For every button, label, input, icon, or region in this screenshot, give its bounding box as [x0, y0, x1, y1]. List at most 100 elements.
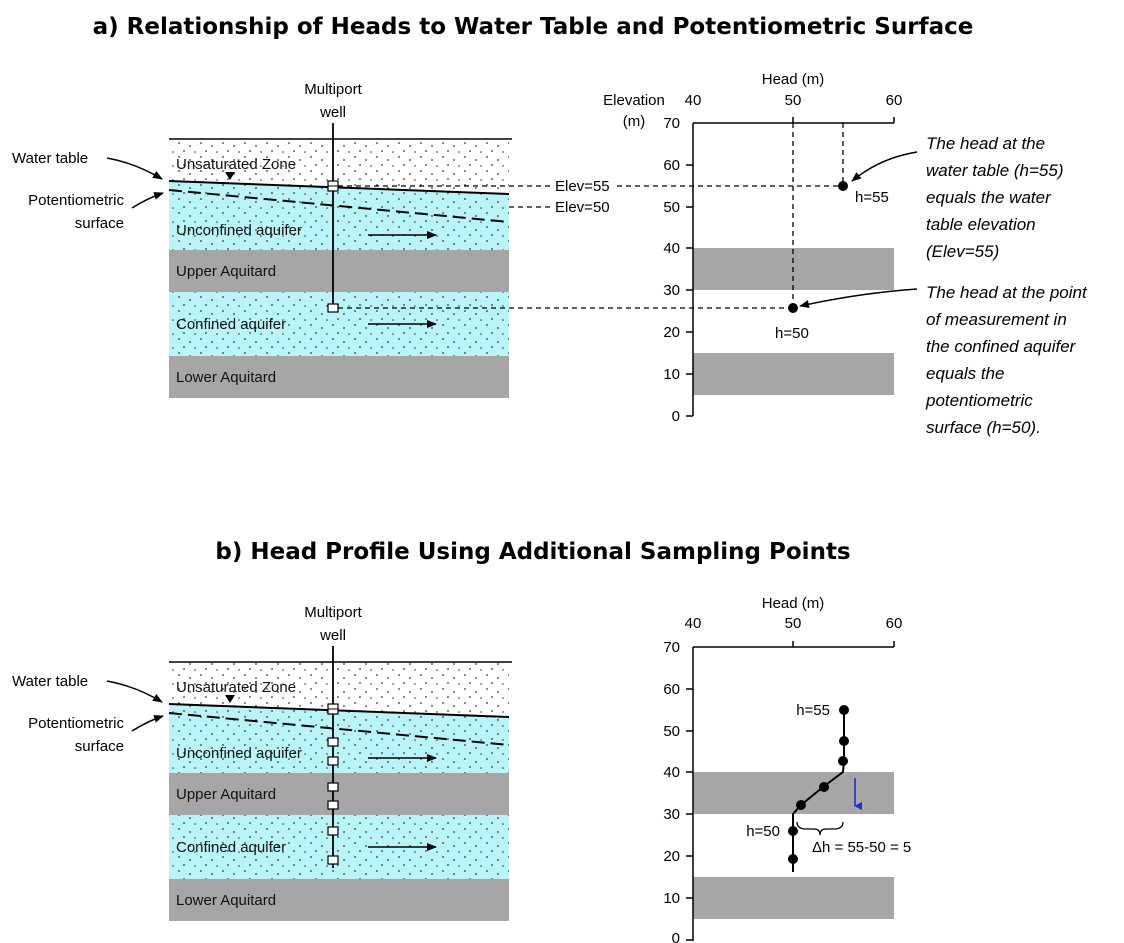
note-line: The head at the [926, 134, 1045, 153]
sampling-port-icon [327, 303, 339, 313]
head-sample-point [839, 736, 849, 746]
point-label-h55: h=55 [796, 702, 830, 719]
potentiometric-pointer-arrow [131, 192, 164, 209]
well-label: well [319, 104, 346, 121]
elev-50-label: Elev=50 [555, 199, 610, 216]
head-sample-point [788, 854, 798, 864]
layer-label-confined: Confined aquifer [176, 839, 286, 856]
y-tick-label: 30 [663, 806, 680, 823]
x-tick-label: 60 [886, 92, 903, 109]
panel-a-head-plot: 40 50 60 70 60 50 40 30 20 10 0 Head (m)… [603, 71, 902, 425]
head-sample-point [788, 826, 798, 836]
panel-a: a) Relationship of Heads to Water Table … [12, 14, 1088, 437]
potentiometric-label: surface [75, 738, 124, 755]
panel-b-head-plot: 40 50 60 70 60 50 40 30 20 10 0 Head (m)… [663, 595, 911, 943]
panel-b: b) Head Profile Using Additional Samplin… [12, 539, 911, 943]
panel-a-cross-section: Unsaturated Zone Unconfined aquifer Uppe… [12, 81, 512, 398]
sampling-port-icon [327, 855, 339, 865]
well-label: Multiport [304, 604, 362, 621]
head-point-55 [838, 181, 848, 191]
note-line: water table (h=55) [926, 161, 1064, 180]
delta-h-brace [796, 821, 844, 836]
layer-label-unconfined: Unconfined aquifer [176, 745, 302, 762]
sampling-port-icon [327, 737, 339, 747]
y-tick-label: 70 [663, 115, 680, 132]
y-tick-label: 60 [663, 157, 680, 174]
point-label-h50: h=50 [746, 823, 780, 840]
head-sample-point [839, 705, 849, 715]
potentiometric-label: Potentiometric [28, 715, 124, 732]
upper-aquitard-layer [169, 250, 509, 292]
water-table-line [168, 180, 510, 195]
y-tick-label: 60 [663, 681, 680, 698]
note-1-pointer-arrow [851, 151, 918, 182]
head-sample-point [838, 756, 848, 766]
water-table-line [168, 703, 510, 718]
point-label-h50: h=50 [775, 325, 809, 342]
delta-h-label: Δh = 55-50 = 5 [812, 839, 911, 856]
note-2-pointer-arrow [799, 288, 918, 309]
layer-label-confined: Confined aquifer [176, 316, 286, 333]
water-table-label: Water table [12, 673, 88, 690]
sampling-port-icon [327, 756, 339, 766]
sampling-port-icon [327, 782, 339, 792]
well-label: Multiport [304, 81, 362, 98]
note-line: equals the [926, 364, 1004, 383]
water-table-label: Water table [12, 150, 88, 167]
x-axis-title: Head (m) [762, 71, 825, 88]
layer-label-unsaturated: Unsaturated Zone [176, 156, 296, 173]
layer-label-lower-aquitard: Lower Aquitard [176, 892, 276, 909]
head-sample-point [819, 782, 829, 792]
lower-aquitard-layer [169, 879, 509, 921]
x-tick-label: 60 [886, 615, 903, 632]
upper-aquitard-band [693, 772, 894, 814]
head-point-50 [788, 303, 798, 313]
y-tick-label: 50 [663, 723, 680, 740]
water-table-pointer-arrow [106, 157, 163, 180]
y-tick-label: 10 [663, 890, 680, 907]
x-tick-label: 40 [685, 92, 702, 109]
x-tick-label: 50 [785, 615, 802, 632]
y-tick-label: 70 [663, 639, 680, 656]
layer-label-upper-aquitard: Upper Aquitard [176, 263, 276, 280]
y-tick-label: 30 [663, 282, 680, 299]
y-axis-title: (m) [623, 113, 646, 130]
x-tick-label: 40 [685, 615, 702, 632]
note-line: surface (h=50). [926, 418, 1041, 437]
sampling-port-icon [327, 826, 339, 836]
x-tick-label: 50 [785, 92, 802, 109]
note-line: equals the water [926, 188, 1052, 207]
panel-b-cross-section: Unsaturated Zone Unconfined aquifer Uppe… [12, 604, 512, 921]
note-2: The head at the point of measurement in … [925, 283, 1088, 437]
water-table-symbol-icon [225, 695, 235, 703]
x-axis-title: Head (m) [762, 595, 825, 612]
note-line: potentiometric [925, 391, 1033, 410]
layer-label-unsaturated: Unsaturated Zone [176, 679, 296, 696]
lower-aquitard-band [693, 353, 894, 395]
well-label: well [319, 627, 346, 644]
y-tick-label: 0 [672, 930, 680, 943]
potentiometric-label: surface [75, 215, 124, 232]
note-1: The head at the water table (h=55) equal… [926, 134, 1064, 261]
panel-b-title: b) Head Profile Using Additional Samplin… [215, 539, 850, 565]
potentiometric-label: Potentiometric [28, 192, 124, 209]
y-tick-label: 20 [663, 848, 680, 865]
layer-label-upper-aquitard: Upper Aquitard [176, 786, 276, 803]
point-label-h55: h=55 [855, 189, 889, 206]
panel-a-title: a) Relationship of Heads to Water Table … [93, 14, 974, 40]
y-tick-label: 50 [663, 199, 680, 216]
head-profile-line [792, 710, 845, 872]
layer-label-lower-aquitard: Lower Aquitard [176, 369, 276, 386]
sampling-port-icon [327, 800, 339, 810]
water-table-pointer-arrow [106, 680, 163, 703]
lower-aquitard-band [693, 877, 894, 919]
upper-aquitard-layer [169, 773, 509, 815]
head-sample-point [796, 800, 806, 810]
note-line: (Elev=55) [926, 242, 999, 261]
note-line: The head at the point [926, 283, 1088, 302]
y-tick-label: 10 [663, 366, 680, 383]
note-line: the confined aquifer [926, 337, 1077, 356]
y-axis-title: Elevation [603, 92, 665, 109]
y-tick-label: 20 [663, 324, 680, 341]
